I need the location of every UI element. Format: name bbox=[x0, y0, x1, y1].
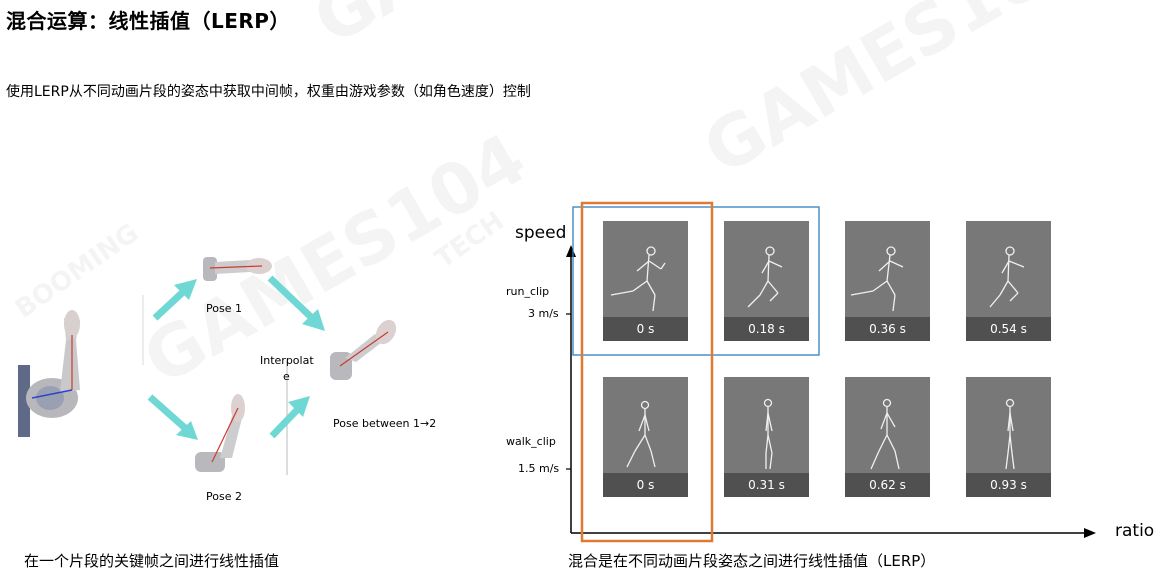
left-lerp-diagram: Pose 1 Pose 2 Interpolat e Pose between … bbox=[0, 240, 460, 520]
stick-figure bbox=[763, 398, 773, 470]
run-speed-label: 3 m/s bbox=[528, 307, 559, 320]
run-frame-2: 0.18 s bbox=[724, 221, 809, 341]
run-clip-label: run_clip bbox=[506, 285, 550, 298]
walk-frame-4: 0.93 s bbox=[966, 377, 1051, 497]
pose-2-label: Pose 2 bbox=[206, 490, 242, 503]
frame-time: 0.36 s bbox=[845, 317, 930, 341]
stick-figure bbox=[1005, 398, 1015, 470]
caption-left: 在一个片段的关键帧之间进行线性插值 bbox=[24, 552, 280, 570]
x-axis-title: ratio bbox=[1115, 521, 1155, 541]
walk-speed-label: 1.5 m/s bbox=[518, 462, 560, 475]
pose-1-label: Pose 1 bbox=[206, 302, 242, 315]
frame-time: 0 s bbox=[603, 473, 688, 497]
arrow-to-pose2 bbox=[147, 394, 198, 440]
watermark-games-1: GAMES104 bbox=[300, 0, 710, 61]
y-axis-title: speed bbox=[515, 223, 567, 243]
arrow-pose2-to-result bbox=[269, 396, 310, 439]
arm-pose-between bbox=[330, 319, 397, 380]
walk-frame-1: 0 s bbox=[603, 377, 688, 497]
arm-pose-1 bbox=[203, 257, 272, 281]
arrow-to-pose1 bbox=[152, 279, 197, 321]
frame-time: 0.31 s bbox=[724, 473, 809, 497]
stick-figure bbox=[610, 246, 666, 312]
run-frame-4: 0.54 s bbox=[966, 221, 1051, 341]
arm-pose-2 bbox=[195, 394, 245, 472]
walk-frame-3: 0.62 s bbox=[845, 377, 930, 497]
interpolate-label-line2: e bbox=[283, 370, 290, 383]
stick-figure bbox=[870, 398, 900, 470]
arrow-pose1-to-result bbox=[267, 275, 325, 331]
interpolate-label-line1: Interpolat bbox=[260, 354, 314, 367]
slide-subtitle: 使用LERP从不同动画片段的姿态中获取中间帧，权重由游戏参数（如角色速度）控制 bbox=[6, 84, 531, 100]
axes bbox=[566, 201, 1096, 543]
frame-time: 0 s bbox=[603, 317, 688, 341]
walk-frame-2: 0.31 s bbox=[724, 377, 809, 497]
blue-highlight-box bbox=[572, 206, 820, 356]
stick-figure bbox=[626, 400, 656, 468]
run-frame-3: 0.36 s bbox=[845, 221, 930, 341]
frame-time: 0.62 s bbox=[845, 473, 930, 497]
slide-title: 混合运算：线性插值（LERP） bbox=[6, 9, 290, 33]
frame-time: 0.18 s bbox=[724, 317, 809, 341]
left-diagram-graphics bbox=[18, 257, 397, 475]
walk-clip-label: walk_clip bbox=[506, 435, 556, 448]
stick-figure bbox=[747, 246, 783, 308]
frame-time: 0.93 s bbox=[966, 473, 1051, 497]
stick-figure bbox=[989, 246, 1025, 308]
pose-between-label: Pose between 1→2 bbox=[333, 417, 437, 430]
frame-time: 0.54 s bbox=[966, 317, 1051, 341]
watermark-games-2: GAMES104 bbox=[690, 0, 1100, 191]
arm-initial bbox=[18, 310, 80, 437]
orange-highlight-box bbox=[580, 201, 714, 543]
stick-figure bbox=[850, 246, 904, 312]
caption-right: 混合是在不同动画片段姿态之间进行线性插值（LERP） bbox=[568, 552, 936, 570]
right-blend-diagram: speed ratio run_clip 3 m/s walk_clip 1.5… bbox=[490, 195, 1160, 545]
run-frame-1: 0 s bbox=[603, 221, 688, 341]
